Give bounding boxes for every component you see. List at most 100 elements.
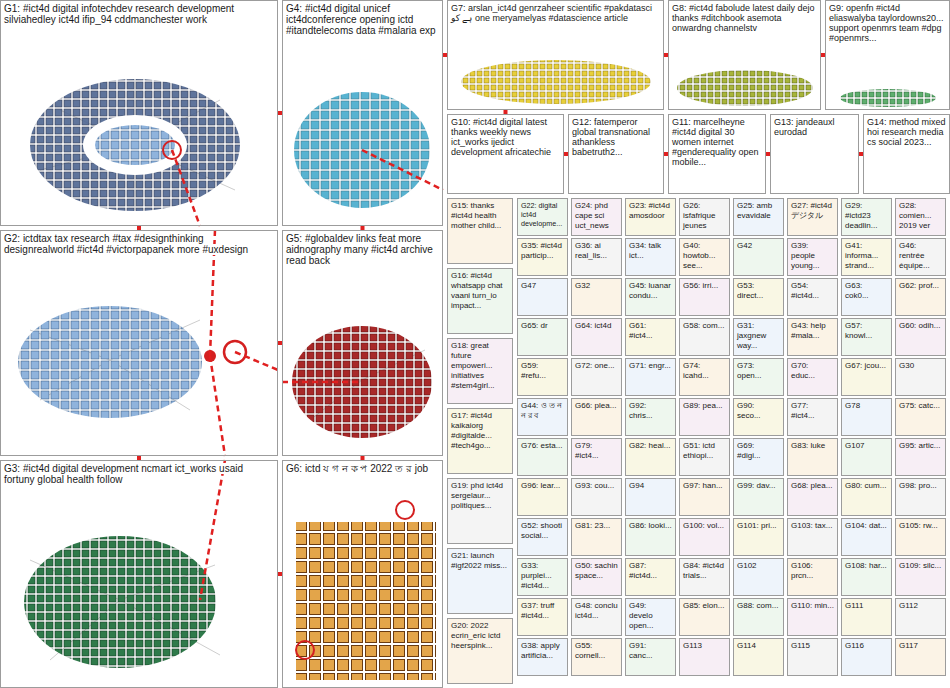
group-label: G13: jandeauxl eurodad	[774, 117, 835, 137]
group-label: G49: develo open...	[629, 601, 653, 630]
group-tile: G106: prcn...	[787, 558, 838, 596]
group-label: G16: #ict4d whatsapp chat vaani turn_io …	[451, 271, 503, 310]
group-tile: G60: odih...	[895, 318, 946, 356]
group-label: G57: knowl...	[845, 321, 872, 340]
group-label: G55: cornell...	[575, 641, 605, 660]
group-tile: G74: icahd...	[679, 358, 730, 396]
group-label: G15: thanks #ict4d health mother child..…	[451, 201, 501, 230]
group-box: G4: #ict4d digital unicef ict4dconferenc…	[282, 0, 443, 226]
text-block: G108: har...	[842, 559, 891, 573]
red-dashed-edge	[282, 381, 362, 384]
group-label: G9: openfn #ict4d eliaswalyba taylordown…	[829, 3, 944, 43]
group-tile: G53: direct...	[733, 278, 784, 316]
group-tile: G69: #digi...	[733, 438, 784, 476]
group-tile: G24: phd cape sci uct_news	[571, 198, 622, 236]
text-block: G67: jcou...	[842, 359, 891, 373]
group-tile: G48: conclu ict4d...	[571, 598, 622, 636]
text-block: G29: #ictd23 deadlin...	[842, 199, 891, 233]
group-tile: G70: educ...	[787, 358, 838, 396]
group-tile: G29: #ictd23 deadlin...	[841, 198, 892, 236]
group-label: G24: phd cape sci uct_news	[575, 201, 609, 230]
text-block: G68: plea...	[788, 479, 837, 493]
group-box: G3: #ict4d digital development ncmart ic…	[0, 460, 278, 688]
text-block: G21: launch #igf2022 miss...	[448, 549, 512, 573]
text-block: G97: han...	[680, 479, 729, 493]
group-tile: G55: cornell...	[571, 638, 622, 676]
group-tile: G33: purplei... #ict4d...	[517, 558, 568, 596]
group-tile: G95: artic...	[895, 438, 946, 476]
group-label: G17: #ict4d kaikaiorg #digitalde... #tec…	[451, 411, 492, 450]
text-block: G93: cou...	[572, 479, 621, 493]
text-block: G80: cum...	[842, 479, 891, 493]
group-label: G101: pri...	[737, 521, 777, 530]
text-block: G73: open...	[734, 359, 783, 383]
text-block: G54: #ict4d...	[788, 279, 837, 303]
text-block: G77: #ict4...	[788, 399, 837, 423]
group-label: G72: one...	[575, 361, 615, 370]
group-tile: G107	[841, 438, 892, 476]
cluster-core	[83, 115, 187, 175]
group-label: G52: shooti social...	[521, 521, 562, 540]
group-box: G14: method mixed hoi research media cs …	[863, 114, 950, 194]
text-block: G26: isfafrique jeunes	[680, 199, 729, 233]
group-label: G116	[845, 641, 864, 650]
group-tile: G57: knowl...	[841, 318, 892, 356]
group-label: G88: com...	[737, 601, 778, 610]
group-tile: G50: sachin space...	[571, 558, 622, 596]
group-label: G50: sachin space...	[575, 561, 618, 580]
group-label: G110: min...	[791, 601, 834, 610]
text-block: G88: com...	[734, 599, 783, 613]
group-tile: G26: isfafrique jeunes	[679, 198, 730, 236]
group-label: G38: apply artificia...	[521, 641, 560, 660]
text-block: G34: talk ict...	[626, 239, 675, 263]
text-block: G65: dr	[518, 319, 567, 333]
group-tile: G89: pea...	[679, 398, 730, 436]
group-label: G82: heal...	[629, 441, 670, 450]
text-block: G36: ai real_lis...	[572, 239, 621, 263]
group-tile: G42	[733, 238, 784, 276]
group-label: G11: marcelheyne #ict4d digital 30 women…	[672, 117, 759, 167]
text-block: G31: jaxgnew way...	[734, 319, 783, 353]
text-block: G85: elon...	[680, 599, 729, 613]
text-block: G104: dat...	[842, 519, 891, 533]
red-dashed-edge	[172, 150, 200, 226]
group-label: G12: fatemperor global transnational ath…	[572, 117, 650, 157]
text-block: G5: #globaldev links feat more aidnograp…	[283, 231, 442, 269]
group-tile: G73: open...	[733, 358, 784, 396]
group-label: G42	[737, 241, 752, 250]
group-label: G99: dav...	[737, 481, 776, 490]
group-tile: G105: rw...	[895, 518, 946, 556]
text-block: G70: educ...	[788, 359, 837, 383]
group-tile: G17: #ict4d kaikaiorg #digitalde... #tec…	[447, 408, 513, 474]
group-label: G47	[521, 281, 536, 290]
group-label: G108: har...	[845, 561, 887, 570]
text-block: G60: odih...	[896, 319, 945, 333]
group-label: G105: rw...	[899, 521, 938, 530]
text-block: G59: #refu...	[518, 359, 567, 383]
text-block: G3: #ict4d digital development ncmart ic…	[1, 461, 277, 487]
group-label: G39: people young...	[791, 241, 819, 270]
group-tile: G88: com...	[733, 598, 784, 636]
text-block: G7: arslan_ict4d genrzaheer scientific #…	[448, 1, 663, 25]
group-box: G5: #globaldev links feat more aidnograp…	[282, 230, 443, 456]
group-tile: G96: lear...	[517, 478, 568, 516]
group-tile: G86: looki...	[625, 518, 676, 556]
text-block: G51: ictd ethiopi...	[680, 439, 729, 463]
group-tile: G83: luke	[787, 438, 838, 476]
node-cluster	[677, 70, 813, 106]
group-tile: G117	[895, 638, 946, 676]
group-box: G9: openfn #ict4d eliaswalyba taylordown…	[825, 0, 950, 110]
group-tile: G31: jaxgnew way...	[733, 318, 784, 356]
group-label: G53: direct...	[737, 281, 763, 300]
group-label: G85: elon...	[683, 601, 724, 610]
text-block: G13: jandeauxl eurodad	[771, 115, 858, 139]
group-label: G46: rentrée équipe...	[899, 241, 930, 270]
text-block: G19: phd ict4d sergelaur... politiques..…	[448, 479, 512, 513]
group-label: G62: prof...	[899, 281, 939, 290]
group-tile: G56: irri...	[679, 278, 730, 316]
text-block: G17: #ict4d kaikaiorg #digitalde... #tec…	[448, 409, 512, 453]
node-cluster	[24, 536, 216, 668]
group-label: G112	[899, 601, 918, 610]
group-label: G34: talk ict...	[629, 241, 661, 260]
group-label: G65: dr	[521, 321, 548, 330]
